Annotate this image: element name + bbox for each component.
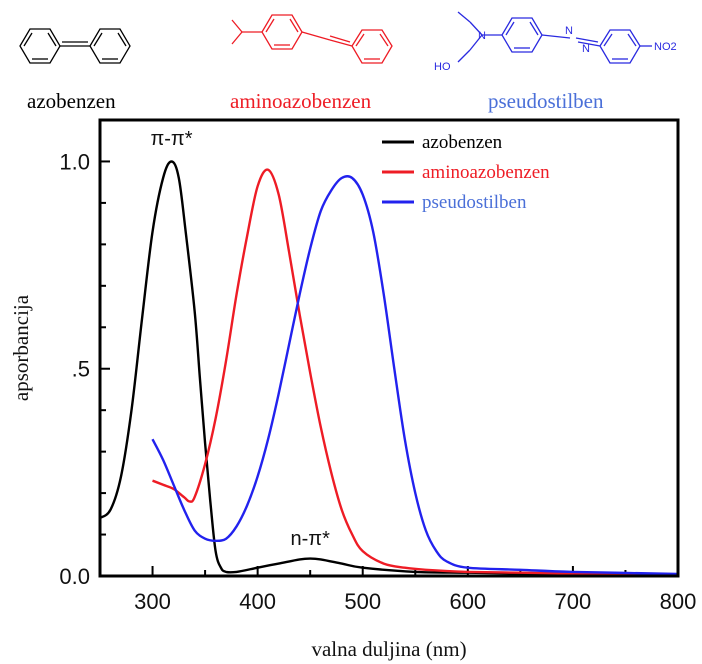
series-line-pseudostilben <box>151 175 679 576</box>
plot-frame <box>98 118 680 578</box>
x-tick-label: 700 <box>555 589 592 614</box>
atom-n-azo-1: N <box>565 25 573 37</box>
azo-bond <box>301 31 331 41</box>
x-tick-label: 500 <box>344 589 381 614</box>
legend-label: pseudostilben <box>422 192 527 213</box>
molecule-label-azobenzen: azobenzen <box>27 89 116 113</box>
peak-annotation: n-π* <box>290 528 330 550</box>
ring-left <box>261 14 303 50</box>
y-tick-label: .5 <box>72 357 90 382</box>
atom-n-amine: N <box>478 30 486 42</box>
x-tick-label: 600 <box>449 589 486 614</box>
axis-tick-labels: 300 400 500 600 700 800 0.0 .5 1.0 <box>59 149 696 614</box>
y-tick-label: 0.0 <box>59 564 90 589</box>
atom-n-azo-2: N <box>582 43 590 55</box>
peak-annotations: π-π* n-π* <box>150 128 330 550</box>
azo-bond <box>541 34 571 39</box>
structure-pseudostilben <box>457 11 652 64</box>
atom-no2: NO2 <box>654 41 677 53</box>
legend: azobenzen aminoazobenzen pseudostilben <box>382 132 550 213</box>
atom-ho: HO <box>434 61 451 73</box>
series-line-azobenzen <box>99 160 679 576</box>
atom-labels-pseudostilben: N N N HO NO2 <box>434 25 677 73</box>
structure-azobenzen <box>19 28 131 64</box>
ring-left <box>19 28 61 64</box>
ring-right <box>351 29 393 64</box>
x-tick-label: 800 <box>660 589 697 614</box>
spectrum-chart: 300 400 500 600 700 800 0.0 .5 1.0 π-π* n-π* azob… <box>9 118 696 661</box>
molecule-label-pseudostilben: pseudostilben <box>488 89 604 113</box>
ring-right <box>89 28 131 64</box>
molecule-label-aminoazobenzen: aminoazobenzen <box>230 89 372 113</box>
peak-annotation: π-π* <box>150 128 192 150</box>
x-tick-label: 400 <box>239 589 276 614</box>
x-axis-title: valna duljina (nm) <box>311 637 466 661</box>
legend-label: aminoazobenzen <box>422 162 550 183</box>
ring-left <box>501 17 543 53</box>
x-tick-label: 300 <box>134 589 171 614</box>
y-axis-title: apsorbancija <box>9 294 33 401</box>
y-tick-label: 1.0 <box>59 149 90 174</box>
legend-label: azobenzen <box>422 132 503 153</box>
spectrum-curves <box>99 160 679 576</box>
ring-right <box>599 29 641 64</box>
structure-aminoazobenzen <box>231 14 393 64</box>
series-line-aminoazobenzen <box>152 168 679 576</box>
